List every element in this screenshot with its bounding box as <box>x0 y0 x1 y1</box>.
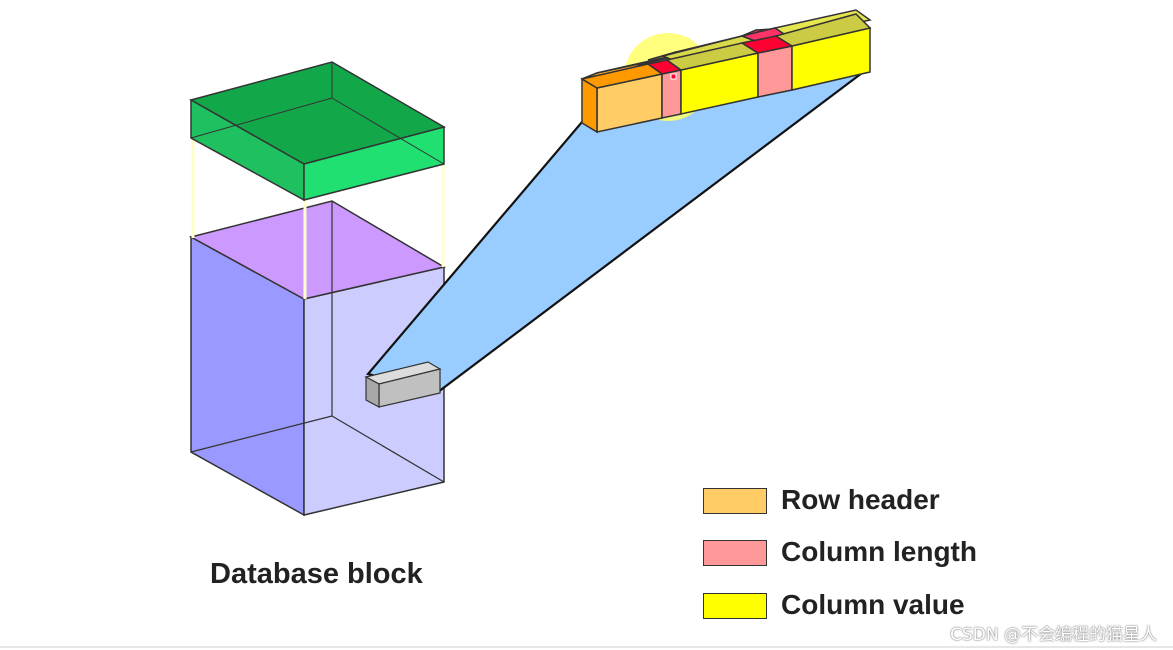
legend-swatch-row-header <box>703 488 767 514</box>
row-strip <box>580 9 872 134</box>
row-strip-value-2-top <box>774 13 872 47</box>
legend-label-column-length: Column length <box>781 536 977 567</box>
legend-swatch-column-value <box>703 593 767 619</box>
legend-label-column-value: Column value <box>781 589 965 620</box>
database-block-cube <box>188 200 447 517</box>
row-piece <box>364 361 442 409</box>
legend-swatch-column-length <box>703 540 767 566</box>
csdn-watermark: CSDN @不会编程的猫星人 <box>950 625 1157 645</box>
block-cover-slab <box>189 61 446 202</box>
row-strip-header-top <box>580 63 664 89</box>
cover-guide-lines <box>191 138 445 299</box>
cube-hidden-edge-right <box>331 415 445 483</box>
diagram-caption: Database block <box>210 558 423 590</box>
row-strip-length-2 <box>757 45 793 98</box>
legend-label-row-header: Row header <box>781 484 940 515</box>
bottom-divider <box>0 646 1173 648</box>
cube-hidden-edge-left <box>190 415 333 453</box>
